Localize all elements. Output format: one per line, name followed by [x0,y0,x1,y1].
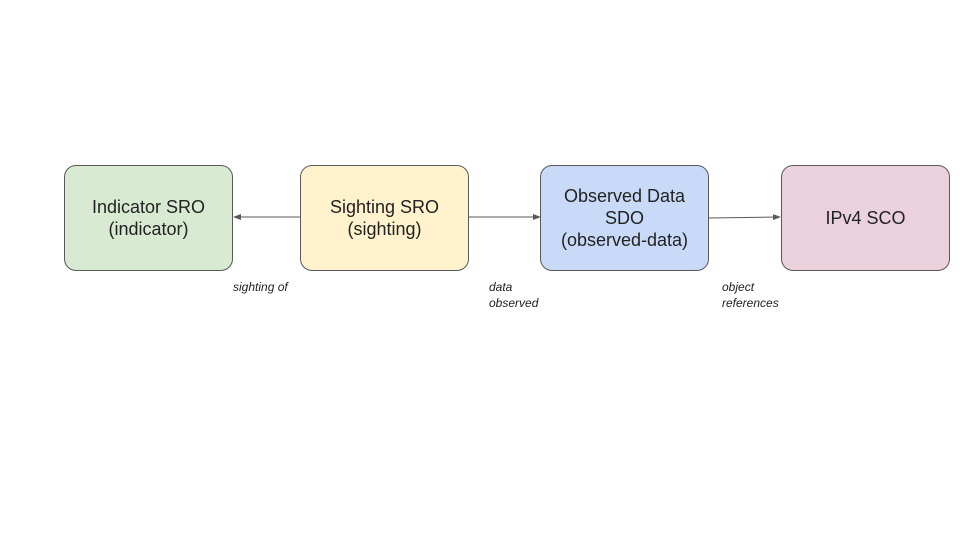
edge-label-line: object [722,280,755,294]
node-label-line: SDO [604,208,644,228]
node-observed-data-sdo: Observed Data SDO (observed-data) [540,165,709,271]
node-indicator-sro: Indicator SRO (indicator) [64,165,233,271]
node-ipv4-sco: IPv4 SCO [781,165,950,271]
edge-label-sighting-of: sighting of [233,279,288,295]
node-sighting-sro: Sighting SRO (sighting) [300,165,469,271]
node-label-line: (observed-data) [560,230,689,250]
edge-label-line: observed [489,296,539,310]
edge-object-references-arrow [708,214,781,221]
node-label-line: Sighting SRO [329,197,440,217]
edge-label-line: data [489,280,513,294]
edge-label-line: references [722,296,779,310]
edge-label-data-observed: data observed [489,279,538,311]
node-label-line: (indicator) [108,219,189,239]
node-label-line: IPv4 SCO [825,208,906,228]
node-label-line: Observed Data [563,186,686,206]
node-label-line: Indicator SRO [91,197,206,217]
edge-label-object-references: object references [722,279,779,311]
edge-label-line: sighting of [233,280,288,294]
node-label-line: (sighting) [347,219,422,239]
